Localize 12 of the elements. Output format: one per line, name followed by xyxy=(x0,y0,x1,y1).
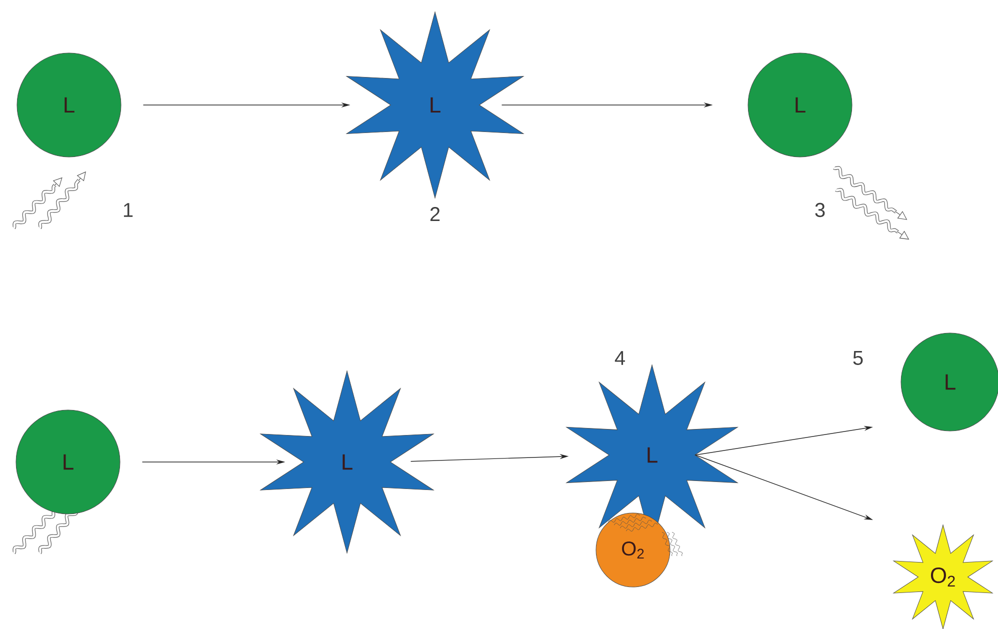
circle-particle: L xyxy=(748,52,852,158)
excited-star: L xyxy=(346,12,524,198)
excited-star: O$_{2}$ xyxy=(893,524,993,629)
circle-particle: O$_{2}$ xyxy=(596,512,683,588)
circle-particle: L xyxy=(900,332,998,432)
step-number: 1 xyxy=(124,203,133,217)
step-number: 5 xyxy=(853,351,863,365)
circle-particle: L xyxy=(16,52,122,158)
step-number: 4 xyxy=(614,351,625,365)
excited-star: L xyxy=(260,370,434,554)
circle-particle: L xyxy=(16,410,120,514)
step-number: 3 xyxy=(815,202,825,218)
